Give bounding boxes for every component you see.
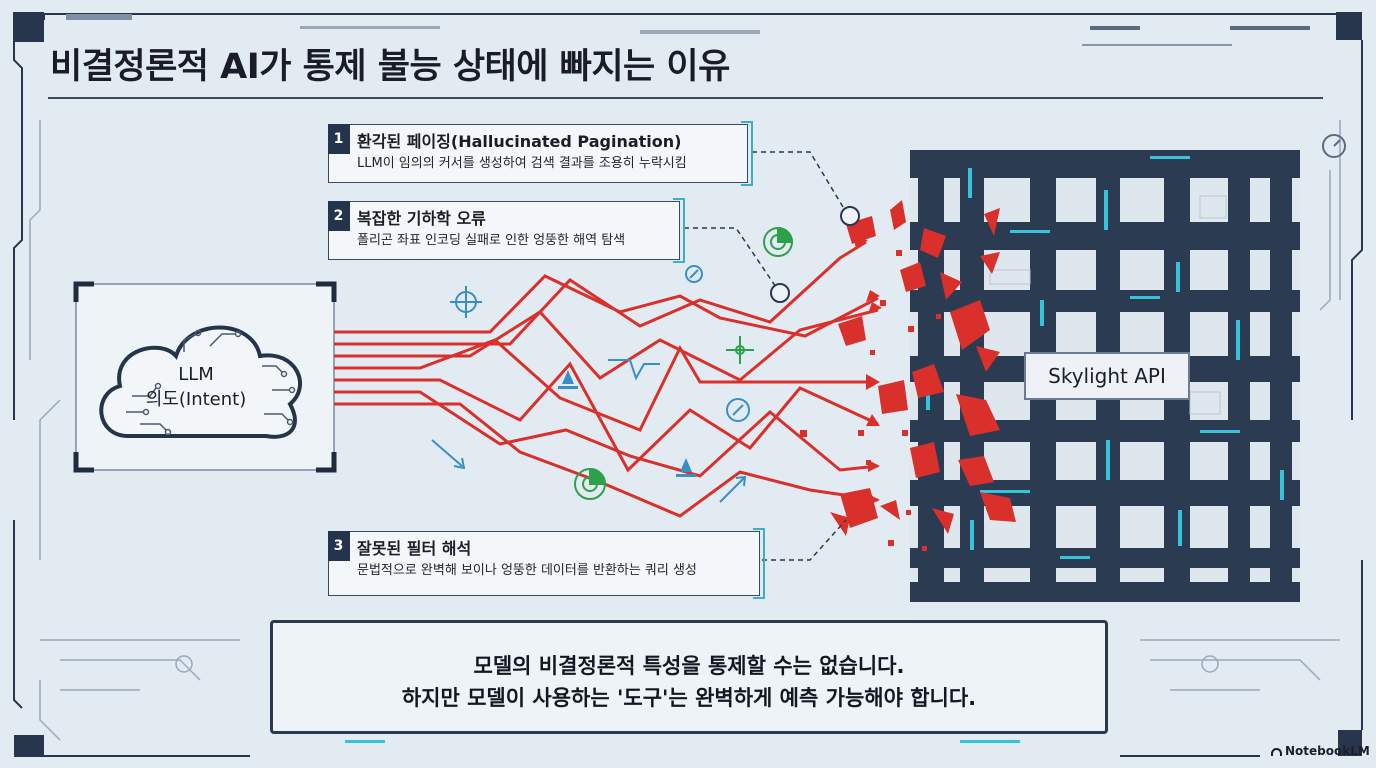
hud-frame — [13, 12, 1363, 757]
arrowheads — [854, 238, 882, 506]
callout-description: 폴리곤 좌표 인코딩 실패로 인한 엉뚱한 해역 탐색 — [357, 233, 626, 248]
notebooklm-brand: NotebookLM — [1271, 744, 1370, 758]
side-circuits-right — [1140, 120, 1346, 691]
llm-intent-label: LLM 의도(Intent) — [118, 362, 274, 412]
callout-geometry-error: 2 복잡한 기하학 오류 폴리곤 좌표 인코딩 실패로 인한 엉뚱한 해역 탐색 — [327, 198, 685, 263]
callout-title: 환각된 페이징(Hallucinated Pagination) — [357, 132, 682, 151]
conclusion-line-1: 모델의 비결정론적 특성을 통제할 수는 없습니다. — [473, 654, 905, 678]
callout-description: 문법적으로 완벽해 보이나 엉뚱한 데이터를 반환하는 쿼리 생성 — [357, 563, 697, 578]
callout-bracket — [753, 528, 765, 599]
shatter-fragments — [800, 200, 1016, 551]
leader-endpoints — [770, 206, 860, 303]
compass-icon — [685, 265, 750, 422]
callout-title: 잘못된 필터 해석 — [357, 539, 472, 558]
callout-hallucinated-pagination: 1 환각된 페이징(Hallucinated Pagination) LLM이 … — [327, 121, 753, 186]
brand-label: NotebookLM — [1285, 744, 1370, 758]
cloud-icon — [99, 325, 302, 439]
skylight-api-label: Skylight API — [1024, 352, 1190, 400]
callout-number: 2 — [327, 200, 350, 231]
callout-description: LLM이 임의의 커서를 생성하여 검색 결과를 조용히 누락시킴 — [357, 156, 687, 171]
intent-label: 의도(Intent) — [145, 389, 247, 410]
conclusion-box: 모델의 비결정론적 특성을 통제할 수는 없습니다. 하지만 모델이 사용하는 … — [270, 620, 1108, 734]
conclusion-line-2: 하지만 모델이 사용하는 '도구'는 완벽하게 예측 가능해야 합니다. — [401, 686, 977, 710]
notebooklm-logo-icon — [1271, 748, 1282, 756]
hud-stripes — [66, 14, 1310, 46]
callout-bracket — [741, 121, 753, 186]
ship-icon — [558, 370, 696, 477]
title-divider — [48, 97, 1323, 99]
error-trajectories — [334, 240, 879, 518]
callout-filter-misinterpretation: 3 잘못된 필터 해석 문법적으로 완벽해 보이나 엉뚱한 데이터를 반환하는 … — [327, 528, 765, 599]
callout-title: 복잡한 기하학 오류 — [357, 209, 486, 228]
side-circuits-left — [29, 120, 240, 741]
radar-icon — [574, 226, 794, 500]
page-title: 비결정론적 AI가 통제 불능 상태에 빠지는 이유 — [50, 47, 730, 87]
callout-bracket — [673, 198, 685, 263]
crosshair-compass-icon — [450, 286, 482, 318]
signal-arrow-icon — [431, 359, 747, 503]
star-marker-icon — [726, 336, 754, 364]
llm-label: LLM — [178, 364, 214, 385]
leader-lines — [684, 151, 847, 561]
callout-number: 1 — [327, 123, 350, 154]
callout-number: 3 — [327, 530, 350, 561]
